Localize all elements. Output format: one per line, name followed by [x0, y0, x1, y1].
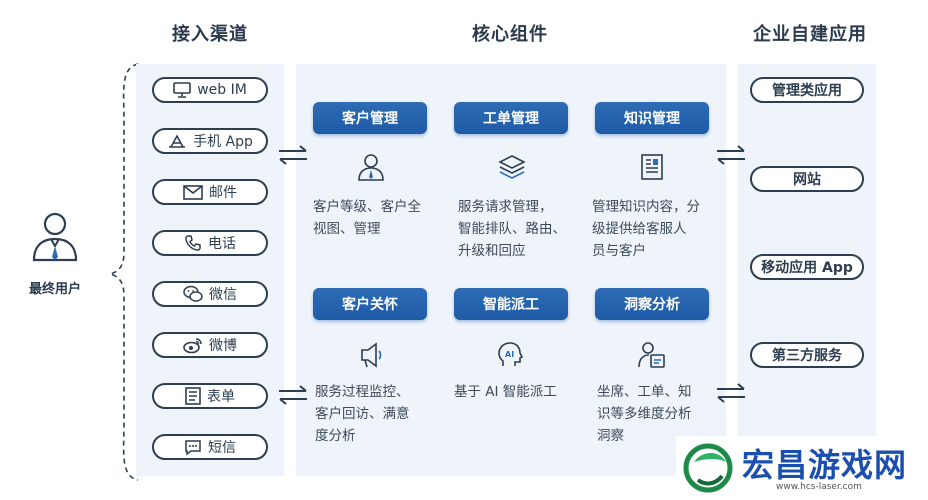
form-icon [185, 387, 201, 405]
exchange-arrows-icon [717, 383, 745, 403]
channel-label: web IM [197, 82, 247, 98]
analytics-user-icon [638, 342, 665, 368]
watermark: 宏昌游戏网 www.hcs-laser.com [676, 436, 928, 500]
app-mobile[interactable]: 移动应用 App [750, 254, 864, 280]
component-header-smart-dispatch[interactable]: 智能派工 [454, 288, 568, 320]
phone-icon [184, 234, 202, 252]
megaphone-icon [361, 342, 382, 368]
component-desc-knowledge-mgmt: 管理知识内容，分 级提供给客服人 员与客户 [592, 199, 700, 259]
channels-panel [136, 64, 284, 476]
component-desc-ticket-mgmt: 服务请求管理， 智能排队、路由、 升级和回应 [458, 199, 566, 259]
layers-icon [498, 155, 526, 179]
apps-title: 企业自建应用 [753, 24, 867, 45]
component-desc-smart-dispatch: 基于 AI 智能派工 [454, 384, 557, 400]
end-user-label: 最终用户 [28, 282, 81, 297]
channel-mobile-app[interactable]: 手机 App [152, 128, 268, 154]
watermark-brand: 宏昌游戏网 [742, 446, 908, 484]
user-icon [358, 154, 384, 181]
component-header-customer-care[interactable]: 客户关怀 [313, 288, 427, 320]
component-header-ticket-mgmt[interactable]: 工单管理 [454, 102, 568, 134]
channel-weibo[interactable]: 微博 [152, 332, 268, 358]
channel-sms[interactable]: 短信 [152, 434, 268, 460]
core-title: 核心组件 [472, 24, 548, 45]
businessman-icon [32, 212, 78, 262]
channel-web-im[interactable]: web IM [152, 77, 268, 103]
component-desc-customer-mgmt: 客户等级、客户全 视图、管理 [313, 199, 421, 237]
svg-text:AI: AI [505, 350, 514, 359]
end-user: 最终用户 [18, 210, 92, 300]
channels-title: 接入渠道 [172, 24, 248, 45]
user-brace [109, 63, 139, 481]
dragon-logo-icon [683, 443, 733, 493]
channel-label: 短信 [208, 440, 236, 456]
sms-icon [184, 439, 202, 456]
app-website[interactable]: 网站 [750, 166, 864, 192]
channel-phone[interactable]: 电话 [152, 230, 268, 256]
monitor-icon [173, 82, 191, 98]
document-icon [641, 154, 663, 180]
component-desc-customer-care: 服务过程监控、 客户回访、满意 度分析 [315, 384, 410, 444]
component-desc-insight-analysis: 坐席、工单、知 识等多维度分析 洞察 [597, 384, 692, 444]
exchange-arrows-icon [279, 145, 307, 165]
channel-label: 表单 [207, 389, 235, 405]
mail-icon [183, 184, 203, 200]
app-third-party[interactable]: 第三方服务 [750, 342, 864, 368]
component-header-knowledge-mgmt[interactable]: 知识管理 [595, 102, 709, 134]
app-management[interactable]: 管理类应用 [750, 77, 864, 103]
component-header-insight-analysis[interactable]: 洞察分析 [595, 288, 709, 320]
channel-form[interactable]: 表单 [152, 383, 268, 409]
channel-email[interactable]: 邮件 [152, 179, 268, 205]
watermark-url: www.hcs-laser.com [776, 482, 862, 492]
exchange-arrows-icon [717, 145, 745, 165]
channel-label: 微信 [209, 287, 237, 303]
component-header-customer-mgmt[interactable]: 客户管理 [313, 102, 427, 134]
channel-label: 微博 [209, 338, 237, 354]
channel-wechat[interactable]: 微信 [152, 281, 268, 307]
ai-head-icon: AI [498, 342, 524, 366]
channel-label: 邮件 [209, 185, 237, 201]
wechat-icon [183, 285, 203, 303]
weibo-icon [183, 337, 203, 354]
channel-label: 电话 [208, 236, 236, 252]
app-store-icon [167, 133, 187, 149]
channel-label: 手机 App [193, 134, 253, 150]
exchange-arrows-icon [279, 385, 307, 405]
